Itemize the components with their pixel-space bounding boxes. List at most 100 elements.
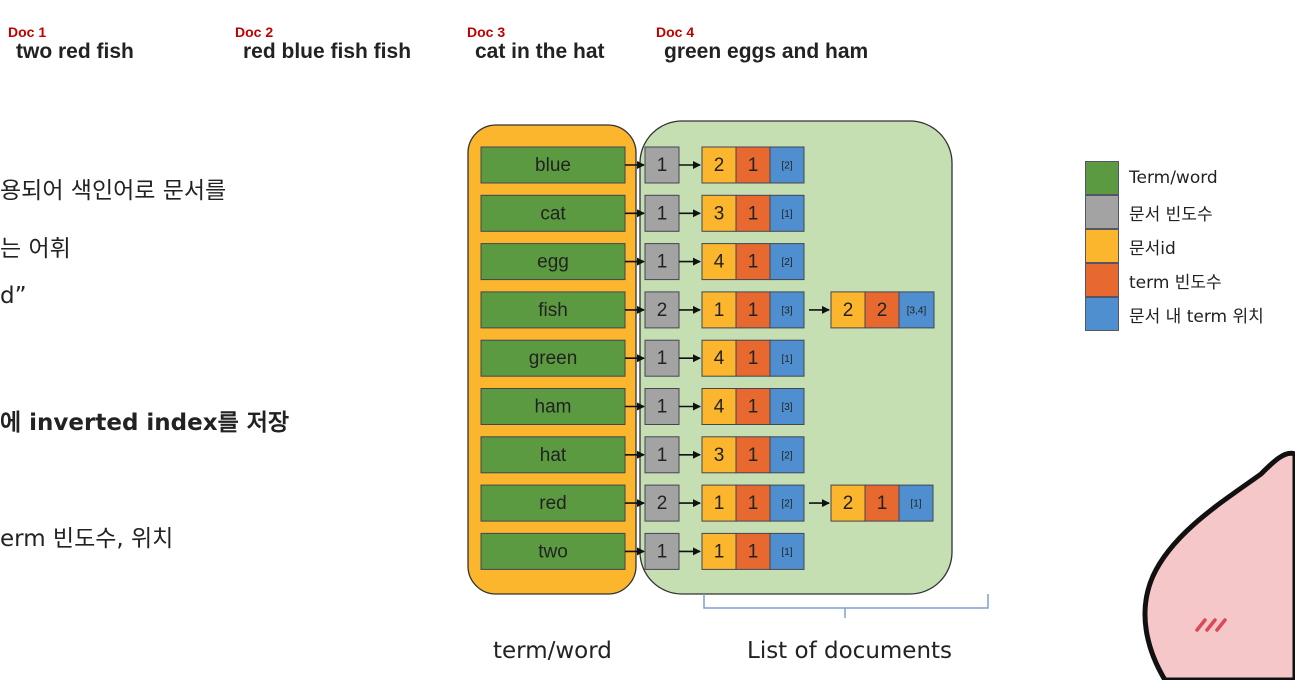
term-cell-hat-text: hat [540,445,567,466]
position-cell-red-1 [898,484,934,522]
legend-swatch-document-frequency [1085,195,1119,229]
tf-cell-blue-0 [735,146,771,184]
legend-swatch-term-frequency [1085,263,1119,297]
df-cell-fish-text: 2 [657,300,668,321]
position-cell-hat-0 [769,436,805,474]
term-cell-green [480,339,626,377]
position-cell-ham-0-text: [3] [781,402,792,413]
df-cell-ham-text: 1 [657,397,668,418]
left-text-line-4: 에 inverted index를 저장 [0,410,290,436]
position-cell-two-0 [769,532,805,570]
df-cell-fish [644,291,680,329]
term-cell-ham [480,388,626,425]
doc-id-cell-fish-0-text: 1 [714,300,725,321]
doc-1: Doc 1 two red fish [8,24,134,64]
blush-marks-icon [1195,618,1227,632]
position-cell-red-0 [769,484,805,522]
legend-item-document-id: 문서id [1085,229,1176,263]
df-cell-green [644,339,680,377]
doc-4: Doc 4 green eggs and ham [656,24,868,64]
doc-id-cell-fish-1-text: 2 [843,300,854,321]
doc-id-cell-two-0-text: 1 [714,541,725,562]
tf-cell-cat-0-text: 1 [748,203,759,224]
position-cell-red-1-text: [1] [910,499,921,510]
term-cell-green-text: green [529,348,578,369]
doc-id-cell-fish-1 [830,291,866,329]
mascot-body [1142,450,1295,680]
doc-id-cell-green-0-text: 4 [714,348,725,369]
doc-id-cell-hat-0-text: 3 [714,445,725,466]
doc-id-cell-blue-0-text: 2 [714,155,725,176]
doc-id-cell-blue-0 [701,146,737,184]
tf-cell-hat-0-text: 1 [748,445,759,466]
term-cell-red-text: red [539,493,566,514]
legend-label-term-word: Term/word [1129,168,1218,188]
term-cell-two-text: two [538,541,568,562]
doc-3-text: cat in the hat [475,40,605,63]
position-cell-egg-0-text: [2] [781,257,792,268]
legend-swatch-term-position [1085,297,1119,331]
tf-cell-blue-0-text: 1 [748,155,759,176]
tf-cell-ham-0-text: 1 [748,397,759,418]
position-cell-egg-0 [769,243,805,281]
doc-id-cell-cat-0 [701,194,737,232]
doc-id-cell-egg-0-text: 4 [714,252,725,273]
doc-3-label: Doc 3 [467,24,506,40]
legend-label-term-frequency: term 빈도수 [1129,272,1222,293]
doc-1-label: Doc 1 [8,24,47,40]
legend-swatch-document-id [1085,229,1119,263]
df-cell-cat [644,194,680,232]
tf-cell-cat-0 [735,194,771,232]
doc-id-cell-red-1-text: 2 [843,493,854,514]
legend-item-document-frequency: 문서 빈도수 [1085,195,1213,229]
position-cell-red-0-text: [2] [781,499,792,510]
df-cell-cat-text: 1 [657,203,668,224]
doc-4-text: green eggs and ham [664,40,869,63]
legend-label-term-position: 문서 내 term 위치 [1129,306,1264,327]
left-text-line-2: 는 어휘 [0,236,71,262]
term-cell-egg [480,243,626,281]
position-cell-hat-0-text: [2] [781,450,792,461]
term-cell-hat [480,436,626,474]
doc-3: Doc 3 cat in the hat [467,24,605,64]
doc-id-cell-red-0-text: 1 [714,493,725,514]
doc-2-label: Doc 2 [235,24,274,40]
list-of-documents-caption: List of documents [747,638,953,664]
tf-cell-green-0-text: 1 [748,348,759,369]
legend-swatch-term-word [1085,161,1119,195]
doc-id-cell-green-0 [701,339,737,377]
tf-cell-red-1 [864,484,900,522]
mascot-illustration [1142,450,1295,680]
tf-cell-red-1-text: 1 [877,493,888,514]
left-text-line-1: 용되어 색인어로 문서를 [0,178,227,204]
doc-id-cell-ham-0 [701,388,737,425]
df-cell-red [644,484,680,522]
term-cell-fish [480,291,626,329]
doc-2-text: red blue fish fish [243,40,412,63]
df-cell-two [644,532,680,570]
tf-cell-hat-0 [735,436,771,474]
doc-4-label: Doc 4 [656,24,695,40]
tf-cell-fish-0 [735,291,771,329]
legend-label-document-id: 문서id [1129,238,1176,259]
df-cell-two-text: 1 [657,541,668,562]
position-cell-ham-0 [769,388,805,425]
df-cell-egg-text: 1 [657,252,668,273]
tf-cell-fish-1-text: 2 [877,300,888,321]
term-word-caption: term/word [493,638,612,664]
documents-bracket [703,594,989,618]
term-cell-cat [480,194,626,232]
position-cell-fish-0-text: [3] [781,306,792,317]
legend-item-term-word: Term/word [1085,161,1218,195]
position-cell-green-0 [769,339,805,377]
doc-id-cell-ham-0-text: 4 [714,397,725,418]
df-cell-green-text: 1 [657,348,668,369]
df-cell-blue-text: 1 [657,155,668,176]
term-cell-ham-text: ham [535,397,572,418]
term-cell-cat-text: cat [540,203,566,224]
legend-item-term-position: 문서 내 term 위치 [1085,297,1264,331]
tf-cell-two-0-text: 1 [748,541,759,562]
position-cell-blue-0-text: [2] [781,161,792,172]
position-cell-fish-0 [769,291,805,329]
